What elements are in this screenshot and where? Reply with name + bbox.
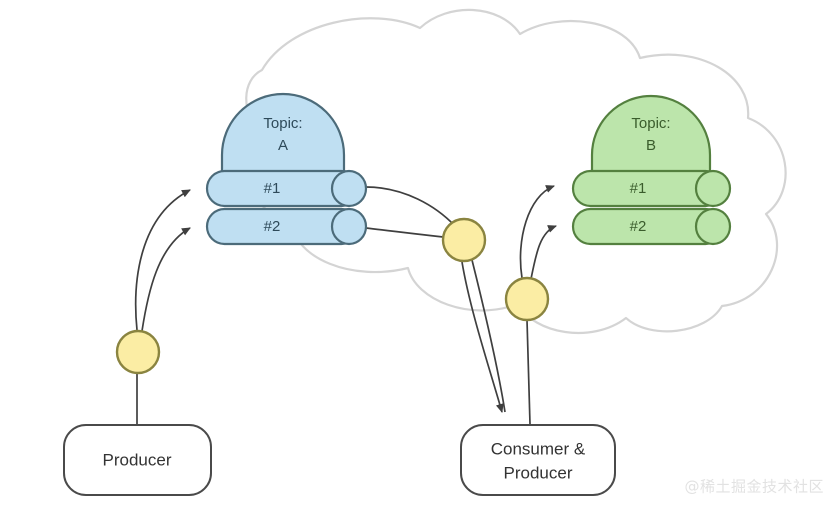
topic-b-partition-2-cap [694, 207, 732, 246]
topic-b[interactable]: Topic: B #1 #2 [571, 94, 732, 246]
topic-a-partition-1-cap [330, 169, 368, 208]
producer-label: Producer [103, 450, 172, 469]
producer-box [63, 424, 212, 496]
edge-consumer-to-dot [526, 319, 531, 425]
edge-dot-to-consumer-2 [471, 259, 506, 413]
topic-a-partition-1-label: #1 [264, 180, 281, 197]
edge-dot-to-topic-b-p1 [519, 185, 555, 279]
edge-producer-to-topic-a-p1 [134, 189, 191, 331]
edges-layer [134, 185, 557, 425]
message-dot-topic-a-out[interactable] [441, 217, 487, 263]
producer-node[interactable]: Producer [63, 424, 212, 496]
topic-a[interactable]: Topic: A #1 #2 [205, 92, 368, 246]
topic-a-partition-1[interactable]: #1 [205, 169, 368, 208]
consumer-producer-node[interactable]: Consumer & Producer [460, 424, 616, 496]
topic-a-partition-2[interactable]: #2 [205, 207, 368, 246]
topic-b-partition-1-label: #1 [630, 180, 647, 197]
topic-a-dome [220, 92, 346, 182]
message-dots-layer [115, 217, 550, 375]
edge-topic-a-p1-to-dot [365, 186, 456, 227]
topic-b-partition-1-cap [694, 169, 732, 208]
edge-dot-to-consumer-1 [461, 261, 504, 413]
topic-b-partition-1[interactable]: #1 [571, 169, 732, 208]
topic-a-partition-2-cap [330, 207, 368, 246]
watermark: @稀土掘金技术社区 [684, 478, 824, 496]
consumer-producer-box [460, 424, 616, 496]
edge-producer-to-topic-a-p2 [141, 227, 191, 332]
topic-a-title-line2: A [278, 137, 288, 154]
edge-dot-to-topic-b-p2 [530, 225, 557, 280]
consumer-producer-label-line2: Producer [504, 463, 573, 482]
topic-b-dome [590, 94, 712, 182]
topic-b-title-line1: Topic: [631, 115, 670, 132]
topic-b-partition-2[interactable]: #2 [571, 207, 732, 246]
message-dot-topic-b-in[interactable] [504, 276, 550, 322]
topic-a-partition-2-label: #2 [264, 218, 281, 235]
topic-b-title-line2: B [646, 137, 656, 154]
consumer-producer-label-line1: Consumer & [491, 439, 586, 458]
message-dot-producer[interactable] [115, 329, 161, 375]
topic-b-partition-2-label: #2 [630, 218, 647, 235]
topic-a-title-line1: Topic: [263, 115, 302, 132]
